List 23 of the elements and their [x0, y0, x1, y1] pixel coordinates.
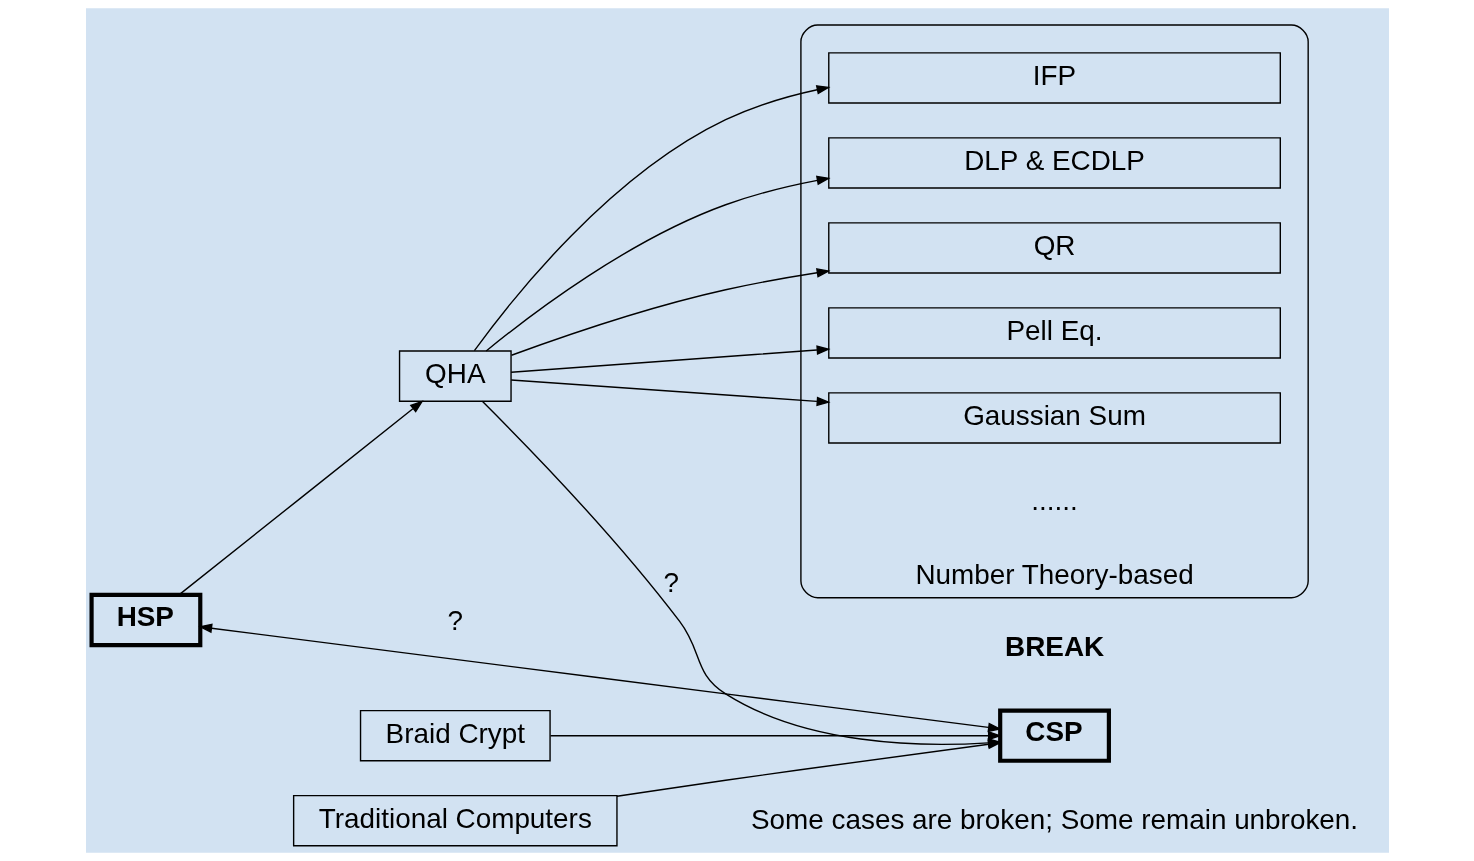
label: ...... — [1030, 484, 1078, 516]
node-box: Pell Eq. — [827, 307, 1281, 359]
arrow — [473, 85, 830, 352]
node-box: Traditional Computers — [292, 794, 618, 847]
arrow — [510, 379, 831, 407]
edge-label: ? — [447, 604, 463, 636]
node-box: QHA — [398, 350, 512, 402]
label: Some cases are broken; Some remain unbroken. — [750, 804, 1358, 836]
node-box: Braid Crypt — [359, 709, 551, 762]
arrow — [549, 730, 1002, 741]
node-box: IFP — [827, 52, 1281, 104]
node-box: QR — [827, 222, 1281, 274]
arrow — [485, 175, 831, 352]
node-box: Gaussian Sum — [827, 392, 1281, 444]
arrow — [177, 400, 424, 596]
edge-label: ? — [663, 567, 679, 599]
arrow — [510, 345, 831, 373]
arrow — [197, 623, 1002, 733]
label: BREAK — [1004, 631, 1104, 663]
node-box: CSP — [997, 708, 1111, 763]
node-box: HSP — [88, 592, 202, 648]
arrow — [510, 268, 831, 356]
node-box: DLP & ECDLP — [827, 137, 1281, 189]
